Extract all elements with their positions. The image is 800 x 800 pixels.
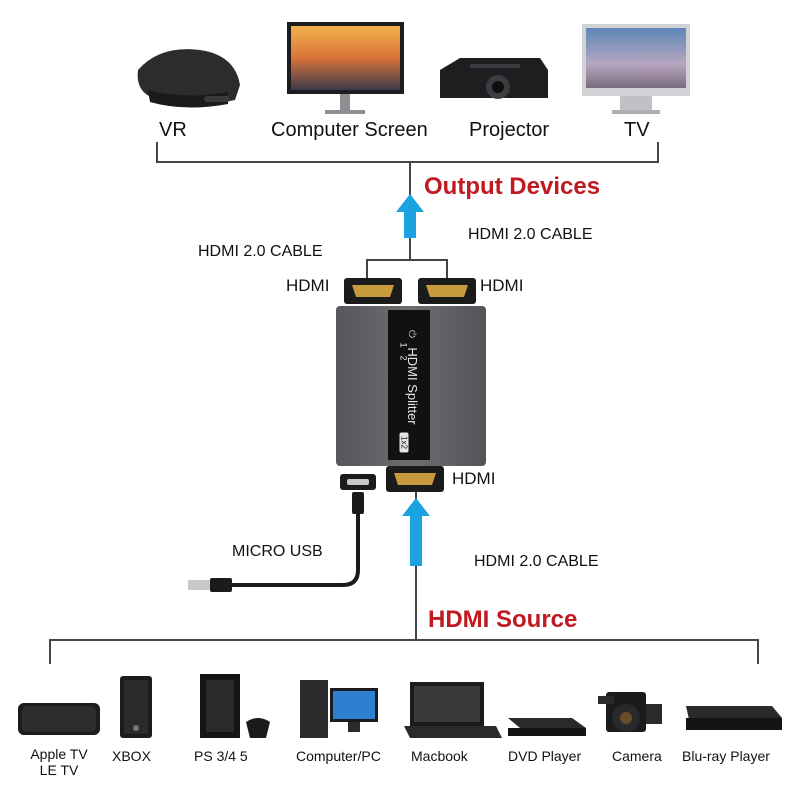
input-arrow	[402, 498, 430, 566]
source-label-ps: PS 3/4 5	[194, 748, 248, 764]
micro-usb-port	[340, 474, 376, 490]
output-device-label-tv: TV	[624, 119, 650, 141]
source-label-dvd-player: DVD Player	[508, 748, 582, 764]
hdmi-source-title: HDMI Source	[428, 606, 578, 633]
monitor-icon	[287, 22, 404, 114]
source-label-macbook: Macbook	[411, 748, 468, 764]
source-label-bluray-player: Blu-ray Player	[682, 748, 770, 764]
output-device-label-vr: VR	[159, 119, 187, 141]
playstation-icon	[200, 674, 270, 738]
output-arrow	[396, 194, 424, 238]
splitter-badge: 1x2	[399, 432, 409, 453]
dvd-player-icon	[508, 718, 586, 736]
out-port-left-label: HDMI	[286, 276, 330, 295]
output-bracket	[156, 142, 659, 163]
power-led-mark: ⏻	[406, 330, 417, 338]
source-label-apple-tv-line1: Apple TV	[30, 746, 88, 762]
vr-headset-icon	[137, 49, 240, 108]
output-split-bracket	[366, 259, 448, 282]
splitter-port-number-2: 2	[398, 355, 409, 361]
output-devices-title: Output Devices	[424, 173, 601, 200]
imac-tv-icon	[582, 24, 690, 114]
output-device-label-projector: Projector	[469, 119, 550, 141]
hdmi-splitter-box: ⏻	[336, 306, 486, 466]
source-label-camera: Camera	[612, 748, 662, 764]
input-cable-label: HDMI 2.0 CABLE	[474, 553, 599, 570]
hdmi-in-port	[386, 466, 444, 492]
output-cable-right-label: HDMI 2.0 CABLE	[468, 226, 593, 243]
output-cable-left-label: HDMI 2.0 CABLE	[198, 243, 323, 260]
desktop-pc-icon	[300, 680, 378, 738]
output-device-label-computer-screen: Computer Screen	[271, 119, 428, 141]
in-port-label: HDMI	[452, 469, 496, 488]
micro-usb-cable	[188, 492, 364, 592]
source-label-computer-pc: Computer/PC	[296, 748, 381, 764]
source-bracket	[49, 639, 759, 664]
apple-tv-icon	[18, 703, 100, 735]
source-label-apple-tv: Apple TV LE TV	[14, 746, 104, 778]
xbox-icon	[120, 676, 152, 738]
bluray-player-icon	[686, 706, 782, 730]
laptop-icon	[404, 682, 502, 738]
hdmi-out-port-right	[418, 278, 476, 304]
source-label-apple-tv-line2: LE TV	[39, 762, 79, 778]
micro-usb-label: MICRO USB	[232, 543, 323, 560]
camera-icon	[598, 692, 662, 732]
splitter-port-number-1: 1	[398, 342, 409, 348]
projector-icon	[440, 58, 548, 99]
hdmi-out-port-left	[344, 278, 402, 304]
source-label-xbox: XBOX	[112, 748, 151, 764]
out-port-right-label: HDMI	[480, 276, 524, 295]
